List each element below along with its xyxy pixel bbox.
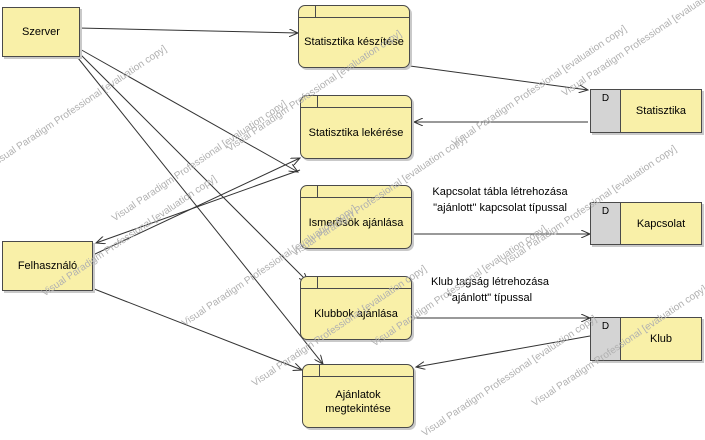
- flow-stat-keszites-to-store: [409, 65, 588, 90]
- flow-label-line2: "ajánlott" kapcsolat típussal: [433, 202, 567, 214]
- entity-felhasznalo[interactable]: Felhasználó: [2, 241, 93, 291]
- flow-label-kapcsolat: Kapcsolat tábla létrehozása "ajánlott" k…: [420, 184, 580, 216]
- process-label: Ismerősök ajánlása: [308, 216, 404, 229]
- entity-szerver-label: Szerver: [22, 26, 60, 38]
- store-name: Klub: [649, 333, 673, 345]
- store-klub[interactable]: D Klub: [590, 317, 702, 361]
- entity-felhasznalo-label: Felhasználó: [17, 260, 78, 272]
- store-name: Kapcsolat: [636, 217, 686, 230]
- process-id-divider: [317, 96, 318, 107]
- flow-szerver-to-klubbok: [77, 51, 308, 282]
- process-label-line2: megtekintése: [325, 402, 391, 415]
- flow-ismerosok-to-felhasznalo: [96, 169, 301, 243]
- store-id: D: [591, 203, 621, 244]
- flow-szerver-to-ismerosok: [77, 47, 298, 172]
- process-id-divider: [317, 186, 318, 197]
- process-header: [303, 365, 413, 377]
- process-label-line1: Ajánlatok: [335, 388, 381, 401]
- process-statisztika-keszitese[interactable]: Statisztika készítése: [298, 5, 410, 68]
- process-header: [301, 96, 411, 108]
- flow-label-line1: Kapcsolat tábla létrehozása: [432, 186, 568, 198]
- process-label: Statisztika készítése: [304, 36, 404, 48]
- process-label: Klubbok ajánlása: [314, 307, 398, 320]
- store-id: D: [591, 90, 621, 132]
- process-statisztika-lekerese[interactable]: Statisztika lekérése: [300, 95, 412, 159]
- process-header: [299, 6, 409, 18]
- entity-szerver[interactable]: Szerver: [2, 7, 80, 57]
- flow-klub-to-ajanlatok: [416, 335, 591, 367]
- store-kapcsolat[interactable]: D Kapcsolat: [590, 202, 702, 245]
- flow-label-line1: Klub tagság létrehozása: [430, 276, 550, 288]
- process-label: Statisztika lekérése: [308, 126, 404, 139]
- flow-label-klub: Klub tagság létrehozása "ajánlott" típus…: [420, 274, 560, 306]
- flow-felhasznalo-to-ajanlatok: [83, 284, 302, 370]
- flow-szerver-to-stat-keszites: [77, 27, 298, 33]
- process-klubbok-ajanlasa[interactable]: Klubbok ajánlása: [300, 276, 412, 340]
- flow-felhasznalo-to-stat-lekeres: [92, 158, 300, 256]
- store-statisztika[interactable]: D Statisztika: [590, 89, 702, 133]
- store-id: D: [591, 318, 621, 360]
- flow-label-line2: "ajánlott" típussal: [447, 292, 533, 304]
- flow-szerver-to-ajanlatok: [77, 57, 323, 364]
- store-name: Statisztika: [635, 105, 687, 117]
- process-id-divider: [317, 277, 318, 288]
- process-header: [301, 186, 411, 198]
- process-id-divider: [315, 6, 316, 17]
- process-header: [301, 277, 411, 289]
- process-ismerosok-ajanlasa[interactable]: Ismerősök ajánlása: [300, 185, 412, 249]
- process-ajanlatok-megtekintese[interactable]: Ajánlatok megtekintése: [302, 364, 414, 428]
- process-id-divider: [319, 365, 320, 376]
